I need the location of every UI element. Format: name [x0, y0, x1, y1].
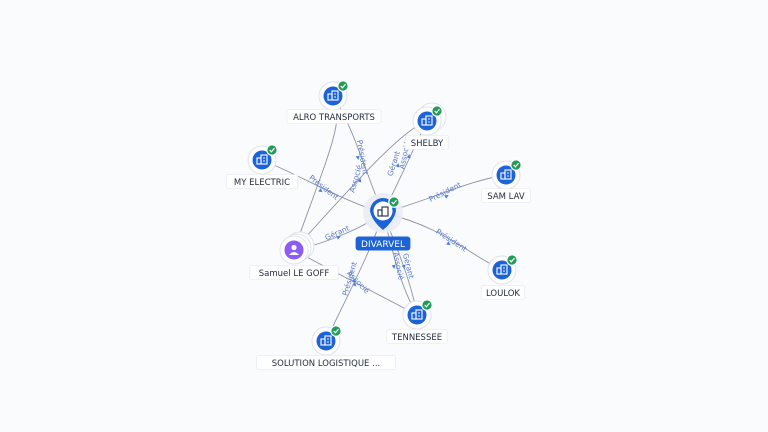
node-label: SOLUTION LOGISTIQUE ...	[256, 355, 396, 370]
edge-arrow	[406, 154, 411, 159]
svg-text:SOLUTION LOGISTIQUE ...: SOLUTION LOGISTIQUE ...	[272, 359, 380, 369]
edge-arrow	[357, 178, 362, 183]
building-icon	[496, 264, 508, 275]
edge-arrow	[444, 195, 449, 199]
edge-arrow	[351, 278, 356, 283]
node-alro[interactable]: ALRO TRANSPORTS	[286, 80, 382, 124]
node-label: Samuel LE GOFF	[249, 265, 339, 280]
person-icon	[289, 244, 299, 255]
svg-text:MY ELECTRIC: MY ELECTRIC	[234, 178, 290, 188]
node-label: LOULOK	[480, 285, 526, 300]
edge-arrow	[318, 188, 323, 193]
edge-arrow	[395, 163, 400, 168]
edge-arrow	[336, 235, 341, 240]
edge-label: Président	[434, 227, 468, 254]
node-loulok[interactable]: LOULOK	[480, 254, 526, 300]
svg-text:Samuel LE GOFF: Samuel LE GOFF	[259, 269, 330, 279]
verified-check-icon	[431, 105, 443, 117]
building-icon	[327, 90, 339, 101]
edge-arrow	[352, 282, 357, 287]
svg-text:TENNESSEE: TENNESSEE	[391, 333, 442, 343]
node-label: SHELBY	[404, 135, 450, 150]
building-icon	[256, 154, 268, 165]
verified-check-icon	[510, 159, 522, 171]
node-samuel[interactable]: Samuel LE GOFF	[249, 231, 339, 280]
verified-check-icon	[330, 325, 342, 337]
verified-check-icon	[388, 196, 400, 208]
node-label: TENNESSEE	[386, 329, 448, 344]
node-tennessee[interactable]: TENNESSEE	[386, 299, 448, 344]
building-icon	[320, 335, 332, 346]
svg-text:DIVARVEL: DIVARVEL	[361, 240, 405, 250]
edge-label: Gérant	[324, 224, 351, 243]
building-icon	[500, 169, 512, 180]
verified-check-icon	[506, 254, 518, 266]
building-icon	[377, 206, 389, 217]
verified-check-icon	[421, 299, 433, 311]
edge-label: Président	[427, 180, 462, 204]
verified-check-icon	[266, 144, 278, 156]
edge-arrow	[401, 264, 406, 269]
node-shelby[interactable]: SHELBY	[404, 102, 450, 150]
edge-label: Président	[307, 173, 340, 202]
building-icon	[411, 309, 423, 320]
center-node-label: DIVARVEL	[355, 236, 411, 251]
edge-arrow	[446, 241, 451, 246]
node-label: SAM LAV	[481, 188, 531, 203]
edge-arrow	[355, 155, 360, 160]
node-label: ALRO TRANSPORTS	[286, 109, 382, 124]
edge-arrow	[391, 264, 396, 269]
node-label: MY ELECTRIC	[225, 174, 299, 189]
svg-text:SAM LAV: SAM LAV	[487, 192, 525, 202]
node-samlav[interactable]: SAM LAV	[481, 159, 531, 203]
node-solution[interactable]: SOLUTION LOGISTIQUE ...	[256, 325, 396, 370]
verified-check-icon	[337, 80, 349, 92]
center-node[interactable]: DIVARVEL	[355, 193, 411, 251]
building-icon	[421, 115, 433, 126]
svg-text:ALRO TRANSPORTS: ALRO TRANSPORTS	[293, 113, 375, 123]
svg-text:SHELBY: SHELBY	[411, 139, 444, 149]
svg-text:LOULOK: LOULOK	[486, 289, 520, 299]
nodes-layer: ALRO TRANSPORTS SHELBY MY ELECTRIC SAM LAV S…	[225, 80, 531, 370]
node-myelectric[interactable]: MY ELECTRIC	[225, 144, 299, 189]
